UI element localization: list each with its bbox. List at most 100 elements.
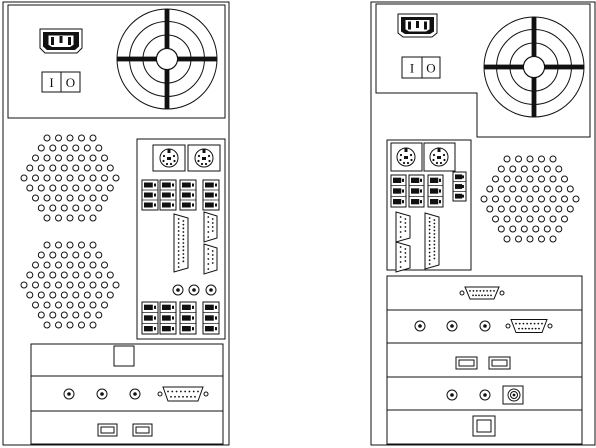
left-parallel-port [173, 213, 189, 273]
left-lower-vent-holes [20, 241, 120, 329]
vent-hole [101, 154, 108, 162]
vent-hole [72, 291, 80, 299]
right-square-port [472, 415, 496, 437]
vent-hole [538, 235, 545, 243]
vent-hole [101, 301, 108, 309]
vent-hole [95, 291, 103, 299]
vent-hole [72, 184, 80, 192]
vent-hole [49, 164, 57, 172]
vent-hole [37, 144, 45, 152]
vent-hole [555, 225, 563, 233]
vent-hole [72, 311, 80, 319]
audio-jack-icon [479, 320, 491, 332]
vent-hole [486, 185, 494, 193]
vent-hole [503, 175, 511, 183]
vent-hole [509, 185, 517, 193]
vent-hole [37, 291, 45, 299]
ps2-port-icon [396, 147, 416, 167]
vent-hole [55, 174, 62, 182]
right-ps2-ports [390, 142, 456, 172]
left-serial-port-1 [203, 211, 218, 243]
left-expansion-area [30, 343, 224, 445]
right-parallel-port [424, 212, 440, 270]
ps2-port-icon [159, 148, 179, 168]
vent-hole [66, 174, 74, 182]
vent-hole [20, 281, 28, 289]
vent-hole [101, 174, 108, 182]
vent-hole [101, 281, 108, 289]
usb-port-stack [179, 179, 197, 211]
usb-port-stack [159, 301, 177, 335]
vent-hole [492, 195, 499, 203]
left-tower-chassis-outline [2, 1, 230, 446]
vent-hole [83, 204, 91, 212]
vent-hole [95, 251, 103, 259]
vent-hole [78, 261, 85, 269]
vent-hole [83, 164, 91, 172]
vent-hole [497, 185, 505, 193]
right-vent-holes [480, 155, 580, 243]
vent-hole [526, 195, 534, 203]
vent-hole [532, 205, 540, 213]
vent-hole [112, 281, 120, 289]
vent-hole [549, 155, 557, 163]
left-ac-power-inlet-icon [39, 28, 83, 54]
vent-hole [538, 215, 545, 223]
vent-hole [83, 251, 91, 259]
vent-hole [43, 261, 51, 269]
ps2-port-icon [429, 147, 449, 167]
audio-jack-icon [96, 388, 108, 400]
vent-hole [60, 291, 68, 299]
vent-hole [55, 214, 62, 222]
left-firewire-ports [97, 423, 153, 437]
vent-hole [486, 205, 494, 213]
vent-hole [95, 184, 103, 192]
vent-hole [549, 215, 557, 223]
vent-hole [520, 205, 528, 213]
vent-hole [43, 241, 51, 249]
vent-hole [43, 154, 51, 162]
right-audio-jacks-and-optical-port [446, 385, 524, 405]
vent-hole [32, 174, 39, 182]
vent-hole [66, 281, 74, 289]
vent-hole [49, 144, 57, 152]
left-power-switch: I O [41, 71, 81, 93]
vent-hole [43, 194, 51, 202]
vent-hole [89, 214, 97, 222]
left-power-supply-block [7, 4, 226, 119]
vent-hole [78, 321, 85, 329]
vent-hole [520, 225, 528, 233]
vent-hole [549, 195, 557, 203]
vent-hole [106, 271, 114, 279]
left-audio-jacks [172, 284, 217, 296]
vent-hole [515, 175, 522, 183]
left-square-port [113, 345, 135, 367]
vent-hole [538, 175, 545, 183]
vent-hole [66, 154, 74, 162]
vent-hole [66, 261, 74, 269]
vent-hole [66, 321, 74, 329]
audio-jack-icon [446, 389, 458, 401]
vent-hole [83, 184, 91, 192]
vent-hole [49, 251, 57, 259]
vent-hole [37, 251, 45, 259]
right-firewire-ports [455, 356, 511, 370]
vent-hole [532, 185, 540, 193]
vent-hole [106, 184, 114, 192]
vent-hole [78, 154, 85, 162]
vent-hole [72, 164, 80, 172]
right-power-supply-block [375, 3, 591, 138]
vent-hole [89, 134, 97, 142]
vent-hole [32, 301, 39, 309]
vent-hole [543, 165, 551, 173]
vent-hole [515, 215, 522, 223]
vent-hole [497, 205, 505, 213]
vent-hole [83, 144, 91, 152]
right-tower-rear-view: I O [370, 1, 596, 446]
usb-port-stack [452, 171, 467, 202]
vent-hole [78, 134, 85, 142]
vga-port [459, 286, 505, 300]
vent-hole [60, 184, 68, 192]
vent-hole [561, 215, 568, 223]
vent-hole [60, 164, 68, 172]
